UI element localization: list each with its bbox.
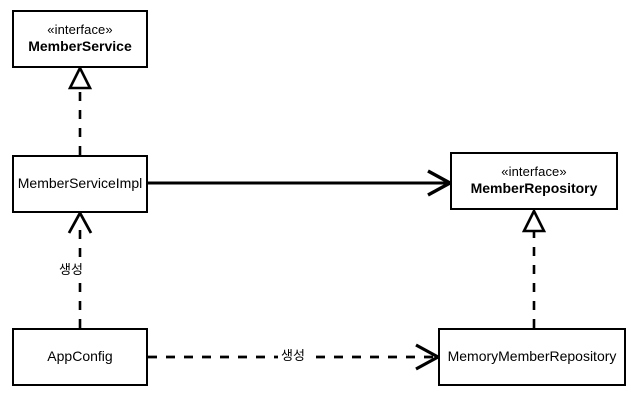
type-name-member-service-impl: MemberServiceImpl — [17, 175, 143, 192]
edge-impl-realizes-service — [67, 65, 93, 155]
type-name-member-repository: MemberRepository — [470, 180, 598, 197]
stereotype-member-repository: «interface» — [501, 164, 567, 180]
hollow-triangle-arrowhead-member-service — [67, 65, 93, 90]
edge-label-appconfig-creates-memory-repository: 생성 — [278, 345, 308, 364]
edge-appconfig-creates-impl — [67, 210, 93, 328]
edge-impl-uses-repository — [148, 169, 454, 197]
class-box-app-config[interactable]: AppConfig — [12, 328, 148, 386]
type-name-app-config: AppConfig — [47, 348, 113, 365]
edge-label-appconfig-creates-impl: 생성 — [56, 259, 86, 278]
edge-memory-realizes-repository — [521, 208, 547, 328]
class-box-member-service-impl[interactable]: MemberServiceImpl — [12, 155, 148, 213]
stereotype-member-service: «interface» — [47, 22, 113, 38]
open-arrowhead-member-service-impl — [67, 210, 93, 234]
class-box-member-repository[interactable]: «interface» MemberRepository — [450, 152, 618, 210]
hollow-triangle-arrowhead-member-repository — [521, 208, 547, 233]
class-box-member-service[interactable]: «interface» MemberService — [12, 10, 148, 68]
type-name-member-service: MemberService — [28, 38, 132, 55]
type-name-memory-member-repository: MemoryMemberRepository — [447, 348, 617, 365]
class-box-memory-member-repository[interactable]: MemoryMemberRepository — [438, 328, 626, 386]
